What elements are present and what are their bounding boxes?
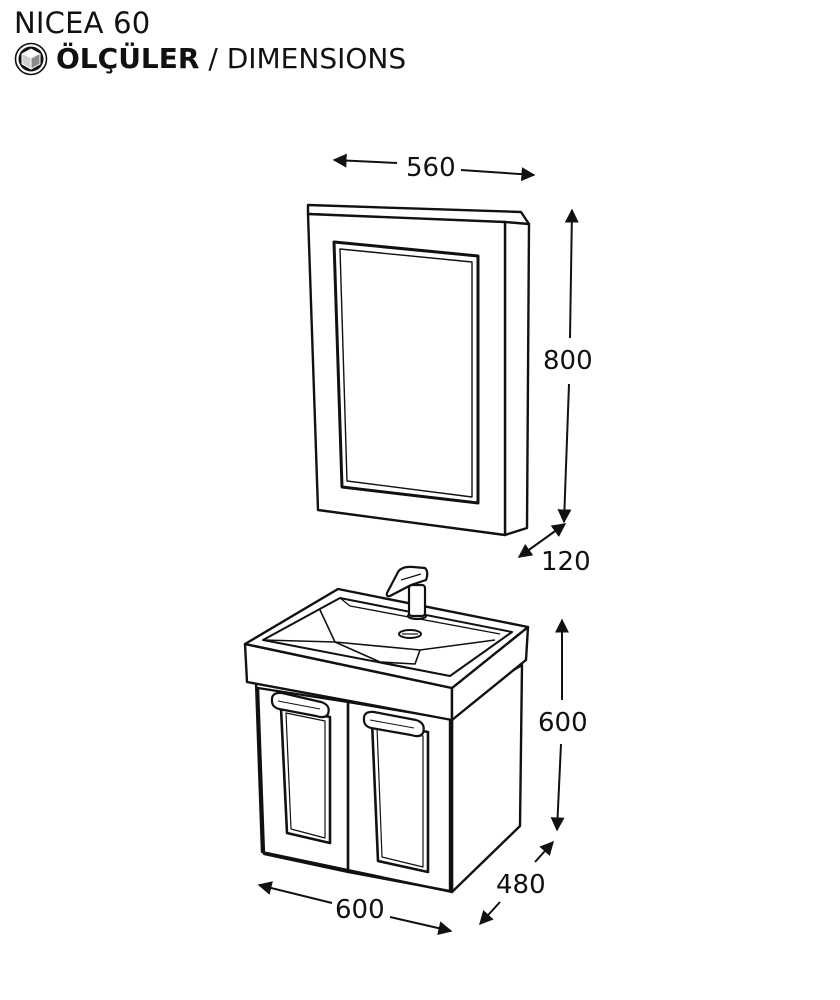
mirror-width-label: 560 — [406, 153, 456, 183]
door-handle-icon — [362, 710, 425, 738]
mirror-height-arrow-bottom — [557, 383, 572, 524]
cabinet-width-arrow-right — [389, 916, 453, 936]
dimension-labels: 560 800 120 600 480 600 — [335, 153, 593, 925]
mirror-width-arrow-right — [460, 167, 536, 182]
cabinet-height-arrow-bottom — [550, 743, 565, 832]
dimensions-label-en: / DIMENSIONS — [199, 42, 407, 75]
dimension-lines — [257, 153, 579, 936]
mirror-width-arrow-left — [332, 153, 398, 168]
header: NICEA 60 ÖLÇÜLER / DIMENSIONS — [14, 6, 406, 76]
dimensions-heading: ÖLÇÜLER / DIMENSIONS — [14, 42, 406, 76]
cabinet-depth-label: 480 — [496, 870, 546, 900]
mirror-depth-arrow — [517, 523, 567, 558]
cabinet-width-arrow-left — [257, 881, 333, 904]
product-title: NICEA 60 — [14, 6, 151, 40]
cabinet-depth-arrow-top — [534, 840, 554, 863]
vanity-unit — [243, 565, 530, 894]
sink-drain-icon — [398, 629, 422, 639]
cabinet-depth-arrow-bottom — [479, 901, 501, 926]
mirror-height-arrow-top — [564, 208, 579, 339]
cabinet-height-label: 600 — [538, 708, 588, 738]
mirror-height-label: 800 — [543, 346, 593, 376]
faucet-icon — [385, 565, 429, 621]
mirror-depth-label: 120 — [541, 547, 591, 577]
dimensions-label-tr: ÖLÇÜLER — [56, 42, 200, 75]
door-handle-icon — [270, 691, 330, 719]
cube-dimensions-icon — [14, 42, 48, 76]
cabinet-width-label: 600 — [335, 895, 385, 925]
mirror-cabinet — [306, 203, 531, 537]
